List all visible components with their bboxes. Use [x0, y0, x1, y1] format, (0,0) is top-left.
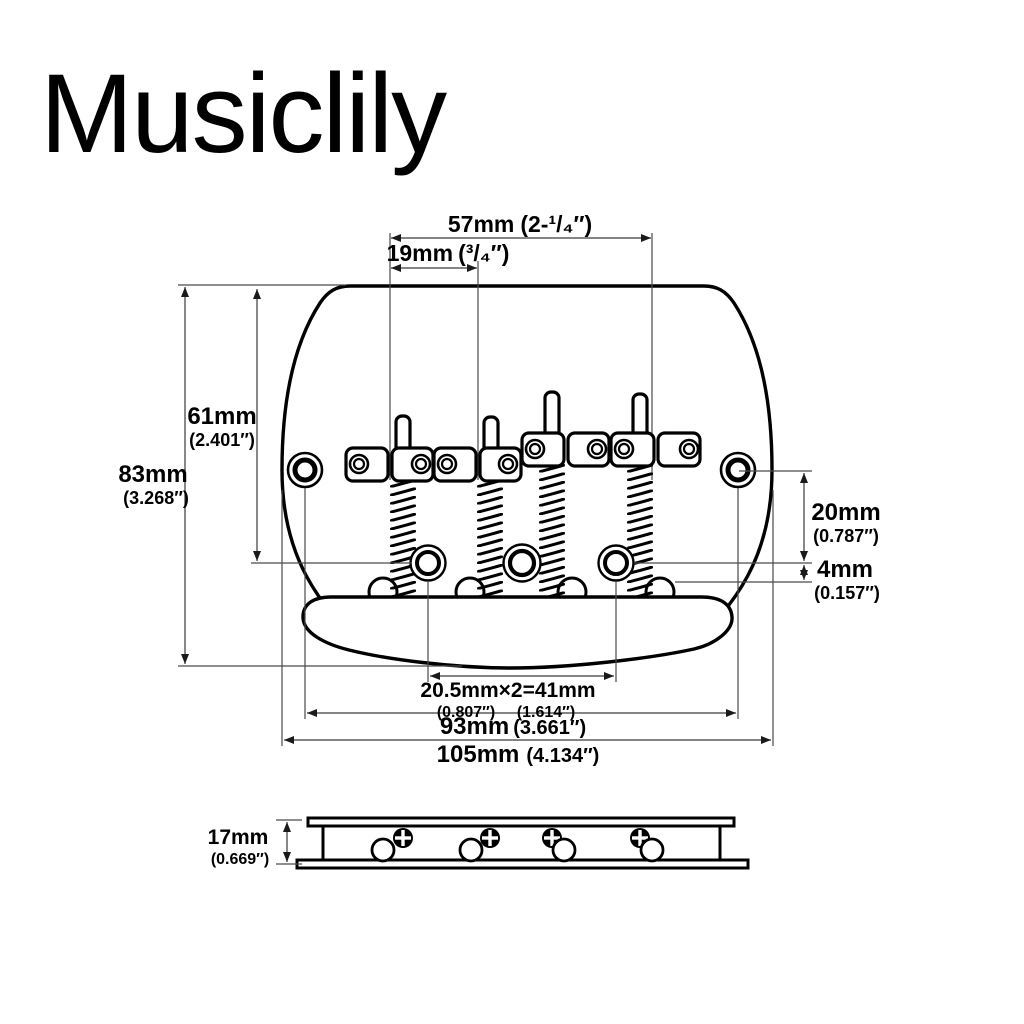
- dimension-annotations: 57mm(2-¹/₄″) 19mm(³/₄″) 61mm (2.401″) 83…: [118, 211, 880, 768]
- string-hole-2: [458, 837, 484, 863]
- string-hole-1: [370, 837, 396, 863]
- side-bottom-plate: [295, 858, 750, 870]
- dim-19mm-label: 19mm(³/₄″): [387, 240, 510, 266]
- dim-57mm-label: 57mm(2-¹/₄″): [448, 211, 592, 237]
- dim-17mm-inch: (0.669″): [211, 851, 269, 868]
- bottom-hole-3-inner: [603, 550, 629, 576]
- dim-93mm-label: 93mm(3.661″): [440, 713, 586, 740]
- saddle-1: [344, 446, 435, 483]
- saddle-4: [609, 431, 702, 468]
- saddle-1-ring-right-in: [414, 457, 428, 471]
- side-top-plate: [306, 816, 736, 828]
- saddle-3-ring-left-in: [528, 442, 542, 456]
- dim-41mm-inch-right: (1.614″): [517, 704, 575, 721]
- saddle-2-ring-left-in: [440, 457, 454, 471]
- dim-20mm-inch: (0.787″): [813, 526, 879, 546]
- dim-105mm-label: 105mm(4.134″): [437, 741, 600, 768]
- bridge-tail-lip: [301, 595, 734, 670]
- string-hole-3: [551, 837, 577, 863]
- dim-83mm-inch: (3.268″): [123, 488, 189, 508]
- dim-41mm-label: 20.5mm×2=41mm: [420, 679, 595, 702]
- spring-3: [539, 464, 565, 599]
- side-screws: [370, 828, 665, 863]
- top-view: [280, 233, 774, 670]
- bottom-mounting-holes: [409, 543, 635, 583]
- saddle-3-ring-right-in: [590, 442, 604, 456]
- mount-hole-right-inner: [725, 457, 751, 483]
- phillips-screw-1: [393, 828, 413, 848]
- bottom-hole-2-inner: [507, 548, 537, 578]
- saddle-2-ring-right-in: [501, 457, 515, 471]
- dim-4mm-inch: (0.157″): [814, 583, 880, 603]
- dim-4mm-label: 4mm: [817, 556, 873, 583]
- saddle-4-ring-right-in: [682, 442, 696, 456]
- saddle-2: [432, 446, 523, 483]
- bottom-hole-1-inner: [415, 550, 441, 576]
- dim-41mm-inch-left: (0.807″): [437, 704, 495, 721]
- dim-83mm-label: 83mm: [118, 461, 187, 488]
- phillips-screw-2: [480, 828, 500, 848]
- brand-logo: Musiclily: [40, 51, 447, 176]
- spring-4: [627, 464, 653, 599]
- spring-2: [477, 479, 503, 599]
- dim-61mm-inch: (2.401″): [189, 430, 255, 450]
- saddle-4-ring-left-in: [617, 442, 631, 456]
- saddles: [344, 431, 702, 483]
- spring-1: [390, 479, 416, 599]
- saddle-1-ring-left-in: [352, 457, 366, 471]
- mount-hole-left-inner: [292, 457, 318, 483]
- saddle-3: [520, 431, 611, 468]
- dim-20mm-label: 20mm: [811, 499, 880, 526]
- dim-17mm-label: 17mm: [208, 826, 269, 849]
- string-hole-4: [639, 837, 665, 863]
- dim-61mm-label: 61mm: [187, 403, 256, 430]
- side-view: 17mm (0.669″): [208, 816, 750, 870]
- side-mounting-holes: [286, 451, 757, 489]
